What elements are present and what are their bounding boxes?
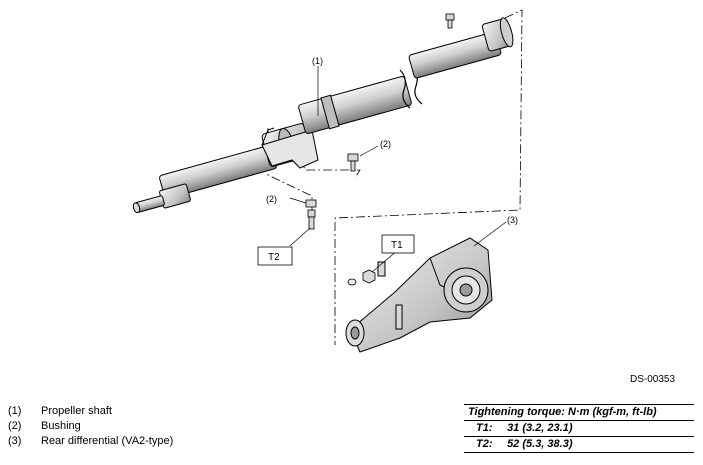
torque-key: T1: <box>476 422 493 434</box>
bushing-lower <box>305 199 317 230</box>
legend-label: Rear differential (VA2-type) <box>41 435 174 447</box>
torque-row: T1: 31 (3.2, 23.1) <box>464 421 694 437</box>
bushing-upper <box>347 153 359 172</box>
t1-label: T1 <box>391 240 403 251</box>
legend-label: Propeller shaft <box>41 405 112 417</box>
torque-value: 52 (5.3, 38.3) <box>507 438 573 450</box>
propeller-shaft <box>132 17 514 214</box>
legend-number: (1) <box>8 405 22 417</box>
leader-lines <box>289 66 507 273</box>
callout-bushing-lower: (2) <box>266 194 277 204</box>
figure-id: DS-00353 <box>630 374 676 385</box>
torque-table: Tightening torque: N·m (kgf-m, ft-lb) T1… <box>464 404 694 453</box>
rear-flange-bolt <box>445 13 455 29</box>
torque-row: T2: 52 (5.3, 38.3) <box>464 437 694 453</box>
callout-bushing-upper: (2) <box>380 139 391 149</box>
t2-label: T2 <box>268 252 280 263</box>
legend-label: Bushing <box>41 420 81 432</box>
legend-number: (2) <box>8 420 22 432</box>
legend-number: (3) <box>8 435 22 447</box>
rear-differential <box>345 237 493 353</box>
t1-nut <box>347 269 376 286</box>
torque-heading: Tightening torque: N·m (kgf-m, ft-lb) <box>464 404 694 421</box>
callout-differential: (3) <box>507 215 518 225</box>
torque-key: T2: <box>476 438 493 450</box>
parts-legend: (1) Propeller shaft (2) Bushing (3) Rear… <box>8 404 173 449</box>
t1-box <box>381 234 415 254</box>
callout-shaft: (1) <box>312 56 323 66</box>
t2-box <box>257 246 293 266</box>
torque-value: 31 (3.2, 23.1) <box>507 422 573 434</box>
legend-item: (1) Propeller shaft <box>8 404 173 419</box>
legend-item: (2) Bushing <box>8 419 173 434</box>
legend-item: (3) Rear differential (VA2-type) <box>8 434 173 449</box>
